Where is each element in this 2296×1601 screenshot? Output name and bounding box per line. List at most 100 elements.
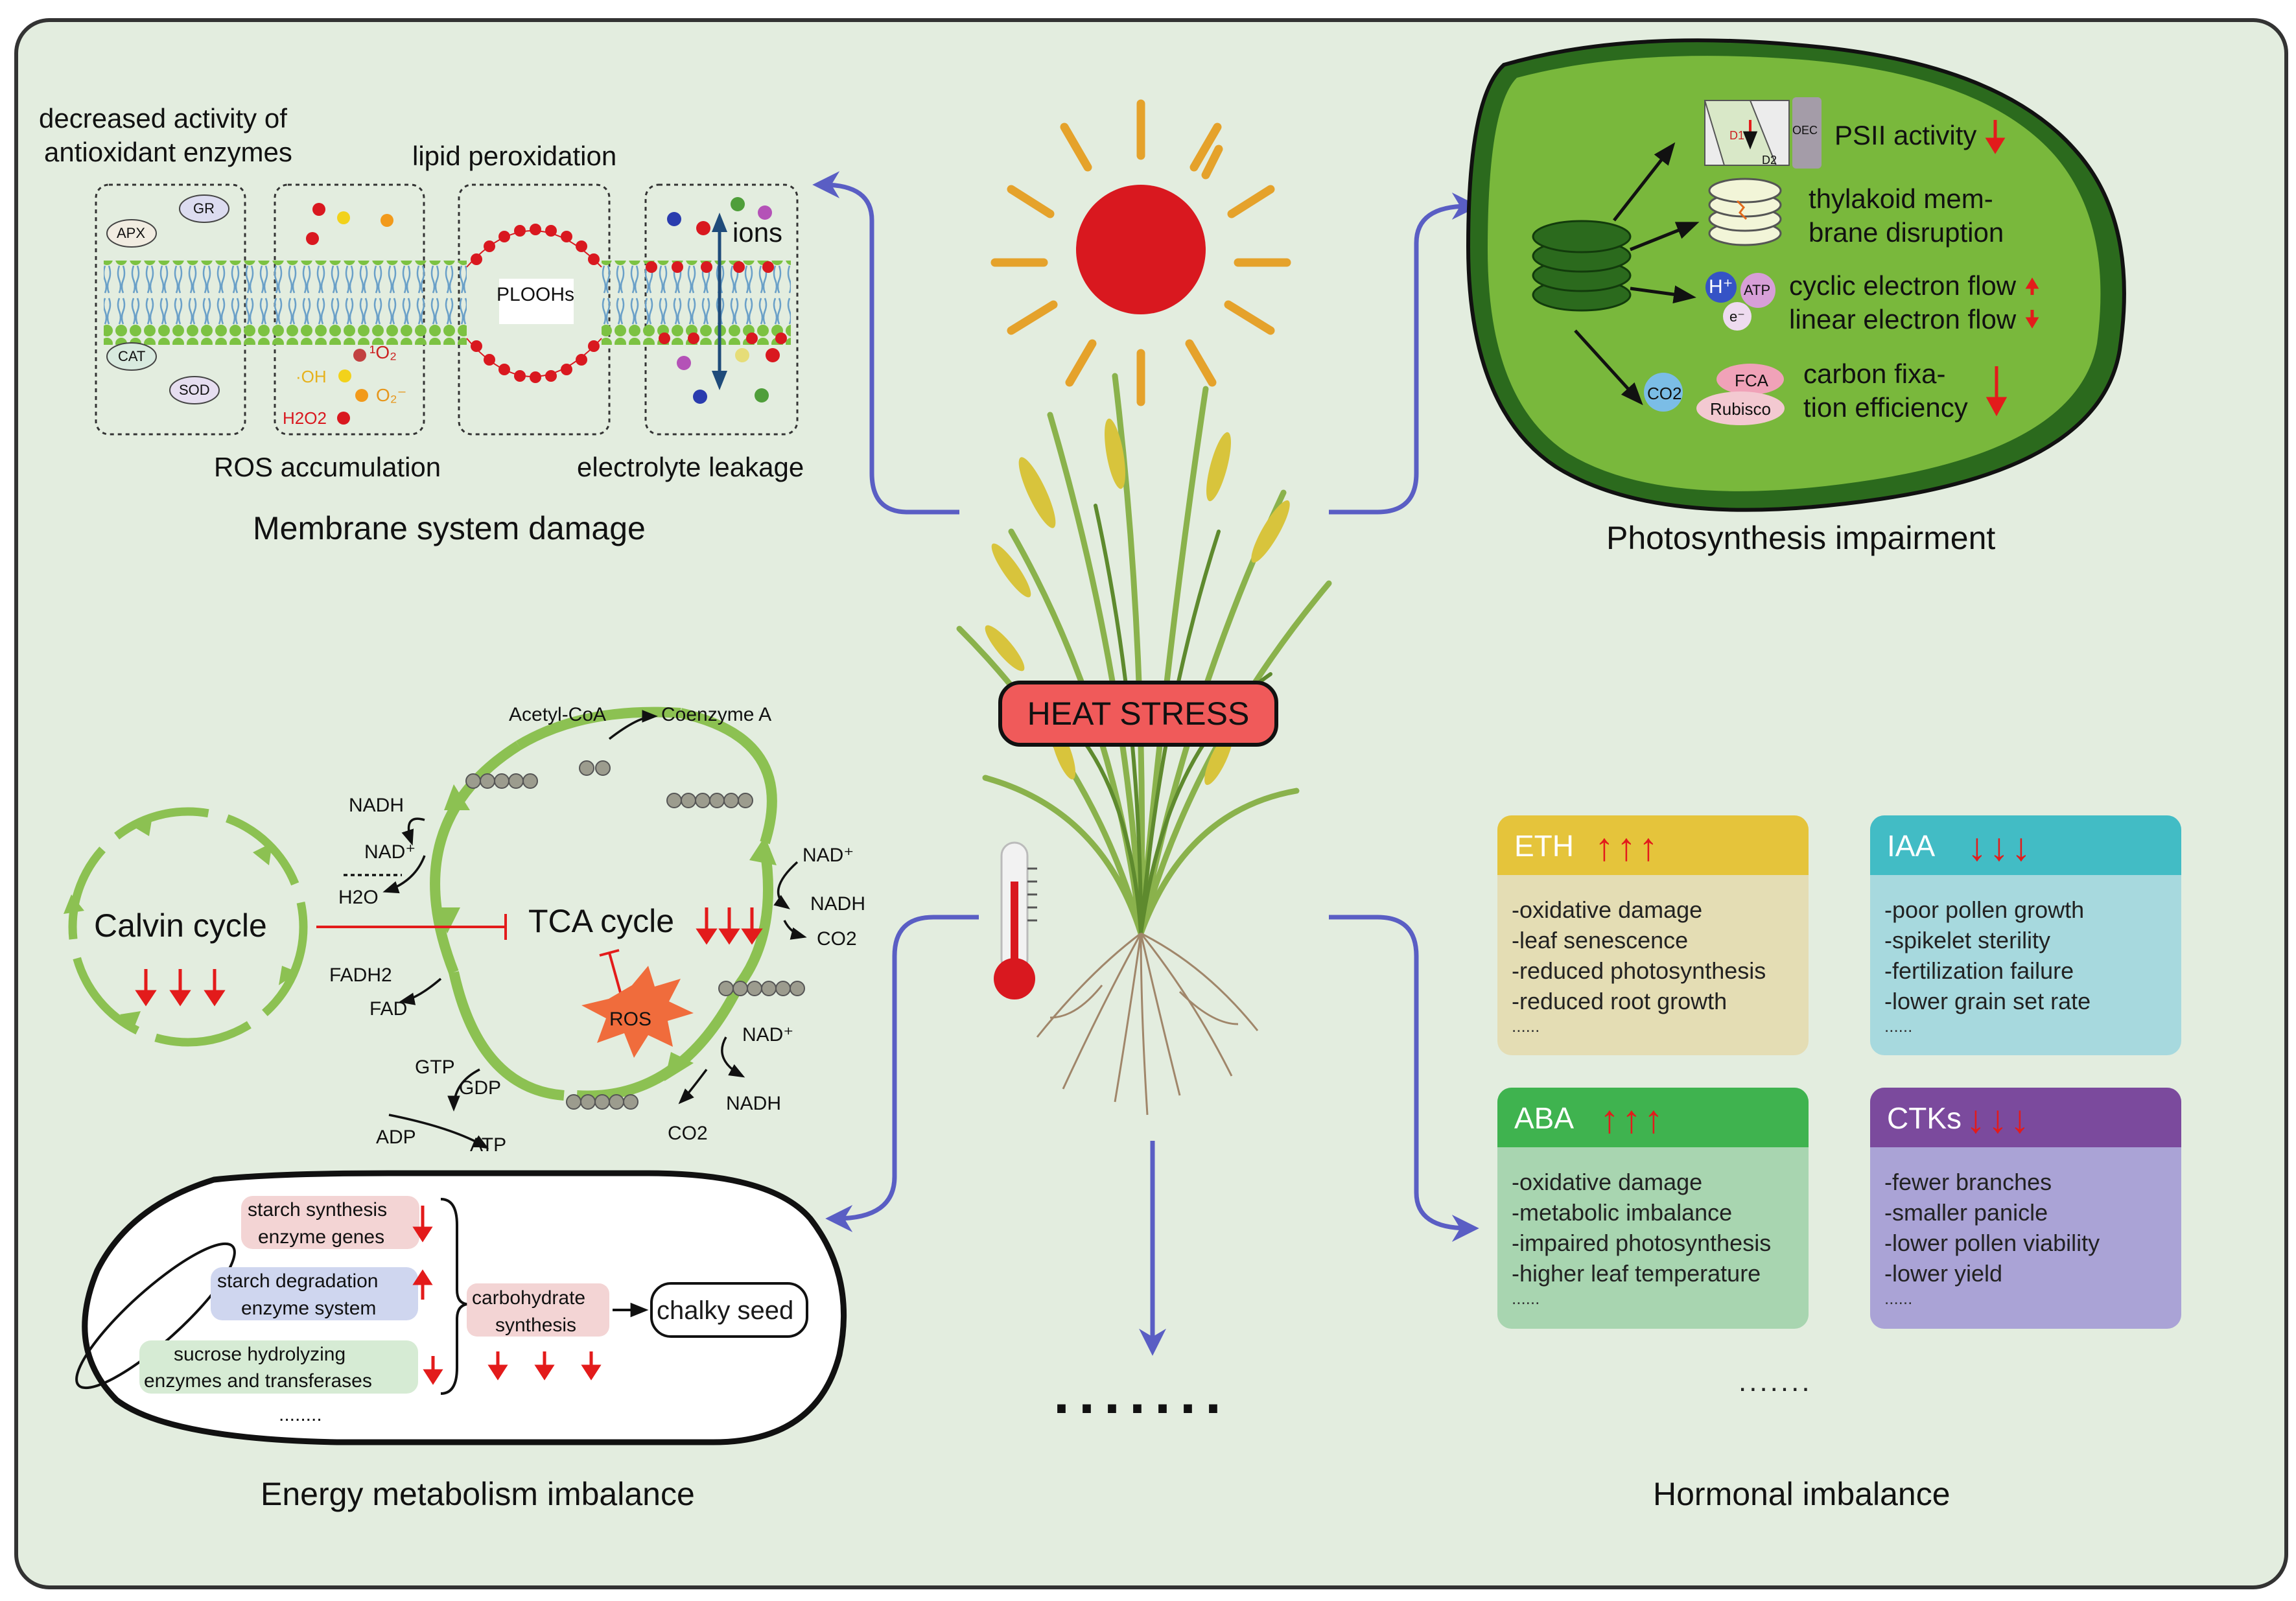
- aba-effect-1: -oxidative damage: [1512, 1169, 1703, 1195]
- membrane-caption: Membrane system damage: [253, 510, 646, 546]
- nadh-label-1: NADH: [349, 795, 404, 816]
- acetyl-coa-label: Acetyl-CoA: [509, 704, 607, 725]
- ctks-title: CTKs: [1887, 1101, 1962, 1135]
- eth-title: ETH: [1514, 829, 1574, 863]
- ctks-ellipsis: ......: [1884, 1289, 1913, 1308]
- seed-diagram: [75, 1170, 847, 1445]
- eth-effect-2: -leaf senescence: [1512, 927, 1689, 953]
- eth-effect-4: -reduced root growth: [1512, 988, 1728, 1014]
- metabolite-arrows: [344, 710, 807, 1149]
- antioxidant-label-line2: antioxidant enzymes: [44, 137, 292, 167]
- thermometer-icon: [994, 841, 1037, 999]
- aba-title: ABA: [1514, 1101, 1575, 1135]
- ctks-effect-4: -lower yield: [1884, 1260, 2003, 1287]
- iaa-arrows: ↓↓↓: [1967, 825, 2033, 869]
- sucrose-line1: sucrose hydrolyzing: [174, 1344, 346, 1365]
- cyclic-flow-label: cyclic electron flow: [1789, 270, 2017, 301]
- aba-effect-2: -metabolic imbalance: [1512, 1199, 1733, 1226]
- iaa-ellipsis: ......: [1884, 1016, 1913, 1036]
- ellipsis-right: .......: [1739, 1366, 1812, 1397]
- enzyme-apx: APX: [117, 225, 146, 241]
- thylakoid-label-line2: brane disruption: [1809, 217, 2004, 248]
- hormone-card-eth: ETH ↑↑↑ -oxidative damage -leaf senescen…: [1497, 815, 1809, 1055]
- thylakoid-label-line1: thylakoid mem-: [1809, 183, 1993, 214]
- linear-flow-label: linear electron flow: [1789, 304, 2017, 334]
- seed-ellipsis: ........: [279, 1404, 322, 1425]
- chalky-seed-label: chalky seed: [657, 1296, 794, 1325]
- arrow-to-hormones: [1329, 915, 1479, 1242]
- antioxidant-label-line1: decreased activity of: [39, 103, 287, 134]
- cycle-arrowheads: [64, 784, 777, 1081]
- gtp-label: GTP: [415, 1057, 455, 1078]
- electrolyte-leakage-label: electrolyte leakage: [577, 452, 804, 482]
- ros-accumulation-label: ROS accumulation: [214, 452, 441, 482]
- chloroplast-diagram: [1466, 38, 2126, 512]
- nadh-label-3: NADH: [726, 1093, 782, 1114]
- ions-label: ions: [732, 217, 783, 248]
- iaa-effect-2: -spikelet sterility: [1884, 927, 2051, 953]
- hormone-card-aba: ABA ↑↑↑ -oxidative damage -metabolic imb…: [1497, 1088, 1809, 1329]
- aba-effect-3: -impaired photosynthesis: [1512, 1230, 1772, 1256]
- arrow-to-photosynthesis: [1329, 193, 1479, 515]
- adp-label: ADP: [376, 1127, 416, 1148]
- lipid-peroxidation-label: lipid peroxidation: [412, 141, 617, 171]
- carbohydrate-line1: carbohydrate: [472, 1287, 586, 1309]
- rubisco-label: Rubisco: [1710, 399, 1771, 419]
- eth-arrows: ↑↑↑: [1595, 825, 1661, 869]
- co2-bubble-label: CO2: [1647, 384, 1682, 403]
- energy-caption: Energy metabolism imbalance: [261, 1476, 695, 1512]
- tca-cycle-label: TCA cycle: [528, 903, 675, 939]
- sun-icon: [990, 99, 1291, 406]
- ellipsis-center: .......: [1053, 1361, 1231, 1426]
- enzyme-cat: CAT: [118, 348, 146, 364]
- carbohydrate-line2: synthesis: [495, 1315, 577, 1336]
- oec-label: OEC: [1792, 124, 1818, 137]
- atp-label: ATP: [1744, 282, 1771, 298]
- fad-label: FAD: [369, 998, 408, 1020]
- iaa-title: IAA: [1887, 829, 1936, 863]
- sucrose-line2: enzymes and transferases: [144, 1370, 372, 1392]
- carbon-label-line2: tion efficiency: [1803, 392, 1968, 423]
- plooh-label: PLOOHs: [497, 284, 575, 305]
- h-plus-label: H⁺: [1709, 276, 1733, 298]
- carbon-chains: [465, 760, 805, 1110]
- enzyme-gr: GR: [193, 200, 215, 216]
- arrow-to-membrane: [812, 171, 959, 515]
- fadh2-label: FADH2: [329, 964, 392, 986]
- starch-synthesis-line2: enzyme genes: [258, 1226, 385, 1248]
- connector-arrows: [812, 171, 1479, 1356]
- ros-hydroxyl: ·OH: [296, 367, 327, 386]
- ctks-effect-1: -fewer branches: [1884, 1169, 2052, 1195]
- co2-label-2: CO2: [668, 1123, 708, 1144]
- ros-peroxide: H2O2: [283, 408, 327, 428]
- aba-arrows: ↑↑↑: [1600, 1097, 1666, 1141]
- ctks-effect-3: -lower pollen viability: [1884, 1230, 2100, 1256]
- nad-label-1: NAD⁺: [364, 841, 416, 863]
- e-minus-label: e⁻: [1729, 309, 1745, 325]
- ctks-effect-2: -smaller panicle: [1884, 1199, 2048, 1226]
- d1-label: D1: [1729, 129, 1745, 142]
- decrease-arrows: [135, 907, 763, 1007]
- nad-label-2: NAD⁺: [802, 845, 854, 866]
- iaa-effect-1: -poor pollen growth: [1884, 896, 2085, 923]
- starch-synthesis-line1: starch synthesis: [248, 1199, 388, 1221]
- hormonal-caption: Hormonal imbalance: [1653, 1476, 1950, 1512]
- heat-stress-label: HEAT STRESS: [1027, 695, 1250, 732]
- photosynthesis-indicators: [1985, 120, 2039, 417]
- carbon-label-line1: carbon fixa-: [1803, 358, 1946, 389]
- iaa-effect-4: -lower grain set rate: [1884, 988, 2091, 1014]
- aba-effect-4: -higher leaf temperature: [1512, 1260, 1761, 1287]
- eth-ellipsis: ......: [1512, 1016, 1540, 1036]
- psii-label: PSII activity: [1834, 120, 1977, 150]
- ros-burst-icon: [581, 966, 694, 1058]
- aba-ellipsis: ......: [1512, 1289, 1540, 1308]
- nadh-label-2: NADH: [810, 893, 866, 915]
- h2o-label: H2O: [338, 887, 379, 908]
- hormone-card-ctks: CTKs ↓↓↓ -fewer branches -smaller panicl…: [1870, 1088, 2181, 1329]
- fca-label: FCA: [1735, 371, 1768, 390]
- d2-label: D2: [1762, 154, 1777, 167]
- atp-label-energy: ATP: [470, 1134, 507, 1156]
- ros-singlet-oxygen: ¹O₂: [369, 342, 397, 362]
- starch-degradation-line1: starch degradation: [217, 1270, 379, 1292]
- hormone-card-iaa: IAA ↓↓↓ -poor pollen growth -spikelet st…: [1870, 815, 2181, 1055]
